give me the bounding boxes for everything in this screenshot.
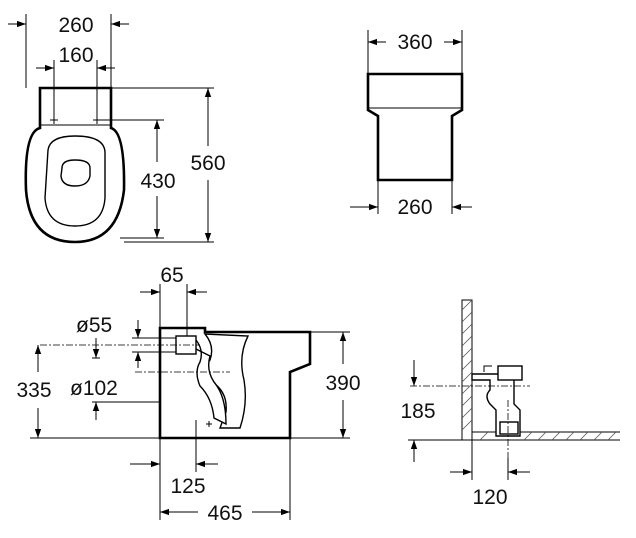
front-view: 360 260 (350, 30, 472, 219)
dim-side-overall-length: 465 (207, 502, 242, 525)
floor-hatching (479, 431, 617, 441)
dim-side-outlet-diameter: ø102 (70, 377, 118, 400)
dim-side-outlet-height: 335 (16, 379, 51, 402)
top-view-bowl-opening (60, 159, 91, 187)
side-view: 65 ø55 ø102 335 390 125 465 (16, 264, 360, 525)
connection-inlet-pipe (483, 365, 492, 372)
fixing-mark-left (50, 116, 58, 124)
side-view-fixing-mark (206, 421, 212, 427)
dim-side-inlet-offset: 65 (160, 264, 183, 287)
floor-outlet (499, 421, 519, 435)
top-view: 260 160 430 560 (8, 14, 226, 244)
dim-side-inlet-diameter: ø55 (76, 314, 112, 337)
fixing-mark-right (93, 116, 101, 124)
dim-top-fixing-width: 160 (58, 44, 93, 67)
connection-collar (497, 365, 523, 381)
dim-connection-offset: 120 (472, 486, 507, 509)
dim-front-top-width: 360 (397, 31, 432, 54)
dim-front-base-width: 260 (397, 196, 432, 219)
connection-view: 185 120 (400, 299, 620, 509)
wall-hatching (461, 299, 473, 431)
side-view-trap (177, 339, 227, 426)
front-view-outline (366, 72, 464, 182)
dim-side-bowl-height: 390 (325, 372, 360, 395)
dim-connection-height: 185 (400, 400, 435, 423)
dim-side-outlet-back: 125 (170, 475, 205, 498)
dim-top-overall-depth: 560 (190, 152, 225, 175)
dim-top-overall-width: 260 (58, 14, 93, 37)
side-view-bowl (203, 333, 250, 429)
dim-top-fixing-depth: 430 (140, 170, 175, 193)
